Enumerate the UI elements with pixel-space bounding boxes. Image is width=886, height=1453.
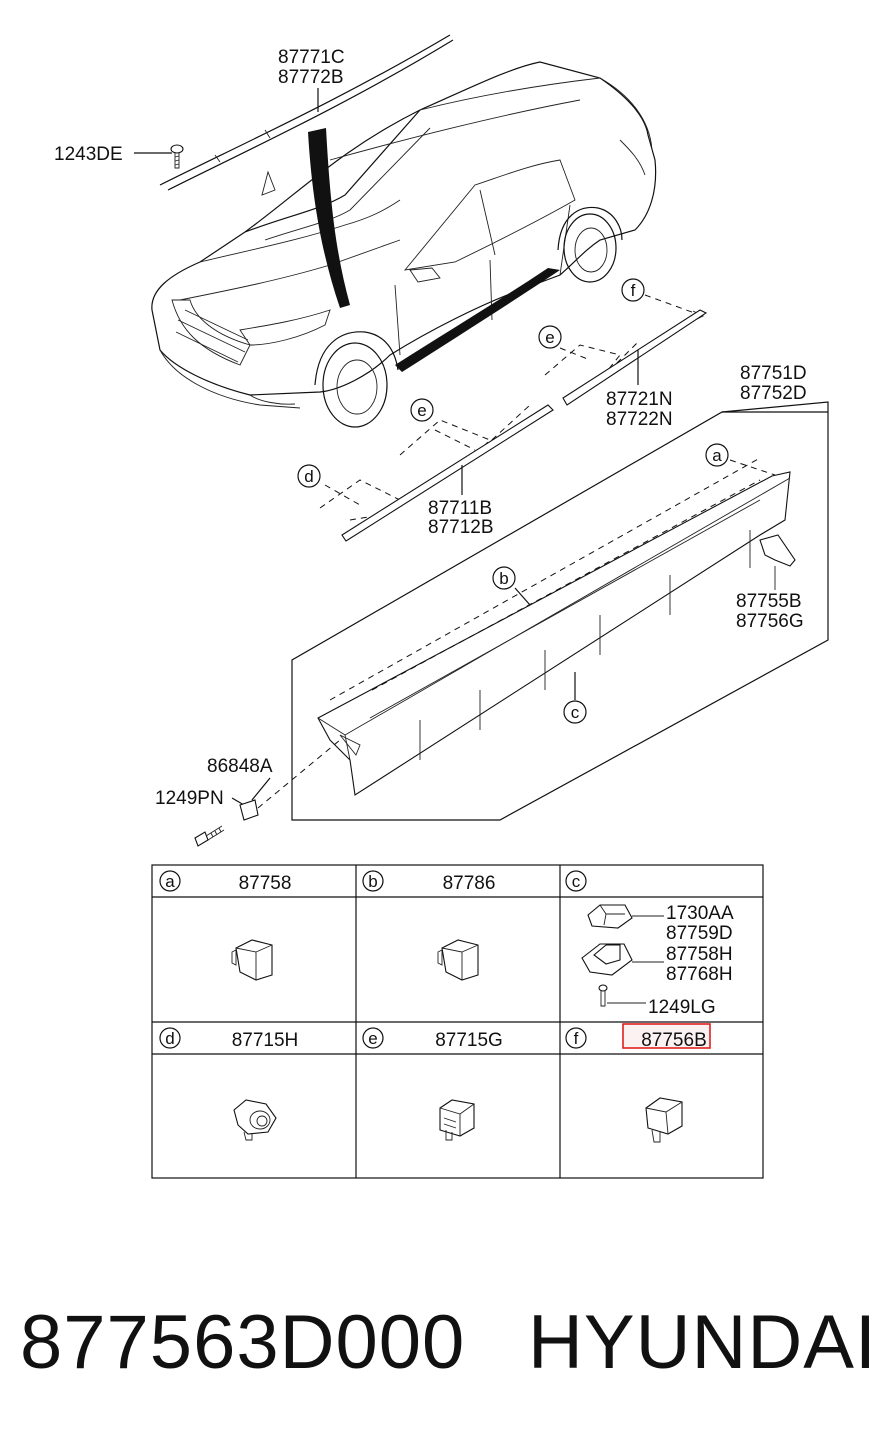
- svg-text:c: c: [572, 872, 581, 891]
- side-sill-molding: [317, 457, 791, 796]
- callout-screw-top: 1243DE: [54, 144, 123, 165]
- clip-c1-icon: [587, 904, 633, 929]
- table-part-c5: 1249LG: [648, 997, 716, 1018]
- bracket-icon: [759, 534, 796, 590]
- callout-mold-front-upper: 87711B: [428, 498, 492, 519]
- callout-roof-upper: 87771C: [278, 47, 345, 68]
- callout-sill-lower: 87752D: [740, 383, 807, 404]
- table-part-c3: 87758H: [666, 944, 733, 965]
- table-part-e: 87715G: [435, 1030, 503, 1051]
- screw-icon: [194, 825, 225, 847]
- table-part-c4: 87768H: [666, 964, 733, 985]
- table-part-c2: 87759D: [666, 923, 733, 944]
- parts-table: [151, 864, 764, 1179]
- letter-b-badge: b: [492, 566, 516, 590]
- svg-text:f: f: [574, 1029, 579, 1048]
- callout-roof-lower: 87772B: [278, 67, 344, 88]
- svg-text:e: e: [417, 401, 426, 420]
- table-cell-b: b 87786: [362, 870, 496, 894]
- footer-brand: HYUNDAI: [528, 1300, 878, 1385]
- letter-f-badge: f: [621, 278, 645, 302]
- car-illustration: [151, 34, 657, 428]
- screw-icon: [170, 144, 184, 169]
- svg-text:c: c: [571, 703, 580, 722]
- exploded-parts-diagram: 87771C 87772B 1243DE f e 87721N 87722N e…: [54, 34, 829, 1179]
- callout-mold-front-lower: 87712B: [428, 517, 494, 538]
- footer-part-number: 877563D000: [20, 1300, 466, 1385]
- svg-text:a: a: [165, 872, 175, 891]
- clip-icon: [239, 799, 259, 821]
- table-part-f: 87756B: [641, 1030, 707, 1051]
- letter-a-badge: a: [705, 443, 729, 467]
- callout-screw-bottom: 1249PN: [155, 788, 224, 809]
- clip-d-icon: [233, 1099, 277, 1141]
- table-part-d: 87715H: [232, 1030, 299, 1051]
- table-part-a: 87758: [239, 873, 292, 894]
- svg-text:e: e: [545, 328, 554, 347]
- callout-bracket-upper: 87755B: [736, 591, 802, 612]
- svg-text:e: e: [368, 1029, 377, 1048]
- clip-f-icon: [645, 1097, 683, 1143]
- highlight-box: [622, 1023, 711, 1049]
- clip-e-icon: [439, 1099, 475, 1141]
- table-cell-f: f 87756B: [565, 1023, 711, 1051]
- table-part-b: 87786: [443, 873, 496, 894]
- table-cell-e: e 87715G: [362, 1027, 503, 1051]
- svg-text:d: d: [165, 1029, 174, 1048]
- callout-sill-upper: 87751D: [740, 363, 807, 384]
- svg-text:a: a: [712, 446, 722, 465]
- table-cell-d: d 87715H: [159, 1027, 299, 1051]
- screw-c-icon: [598, 984, 608, 1007]
- letter-d-badge: d: [297, 464, 321, 488]
- clip-b-icon: [437, 939, 479, 981]
- callout-clip: 86848A: [207, 756, 273, 777]
- table-cell-a: a 87758: [159, 870, 292, 894]
- table-part-c1: 1730AA: [666, 903, 734, 924]
- callout-mold-mid-lower: 87722N: [606, 409, 673, 430]
- svg-text:d: d: [304, 467, 313, 486]
- footer-caption: 877563D000 HYUNDAI: [20, 1298, 876, 1388]
- letter-e-badge-front: e: [410, 398, 434, 422]
- svg-text:b: b: [499, 569, 508, 588]
- table-cell-c: c: [565, 870, 587, 892]
- svg-text:f: f: [631, 281, 636, 300]
- clip-a-icon: [231, 939, 273, 981]
- letter-c-badge: c: [563, 700, 587, 724]
- callout-mold-mid-upper: 87721N: [606, 389, 673, 410]
- callout-bracket-lower: 87756G: [736, 611, 804, 632]
- letter-e-badge-mid: e: [538, 325, 562, 349]
- svg-text:b: b: [368, 872, 377, 891]
- clip-c2-icon: [581, 943, 633, 976]
